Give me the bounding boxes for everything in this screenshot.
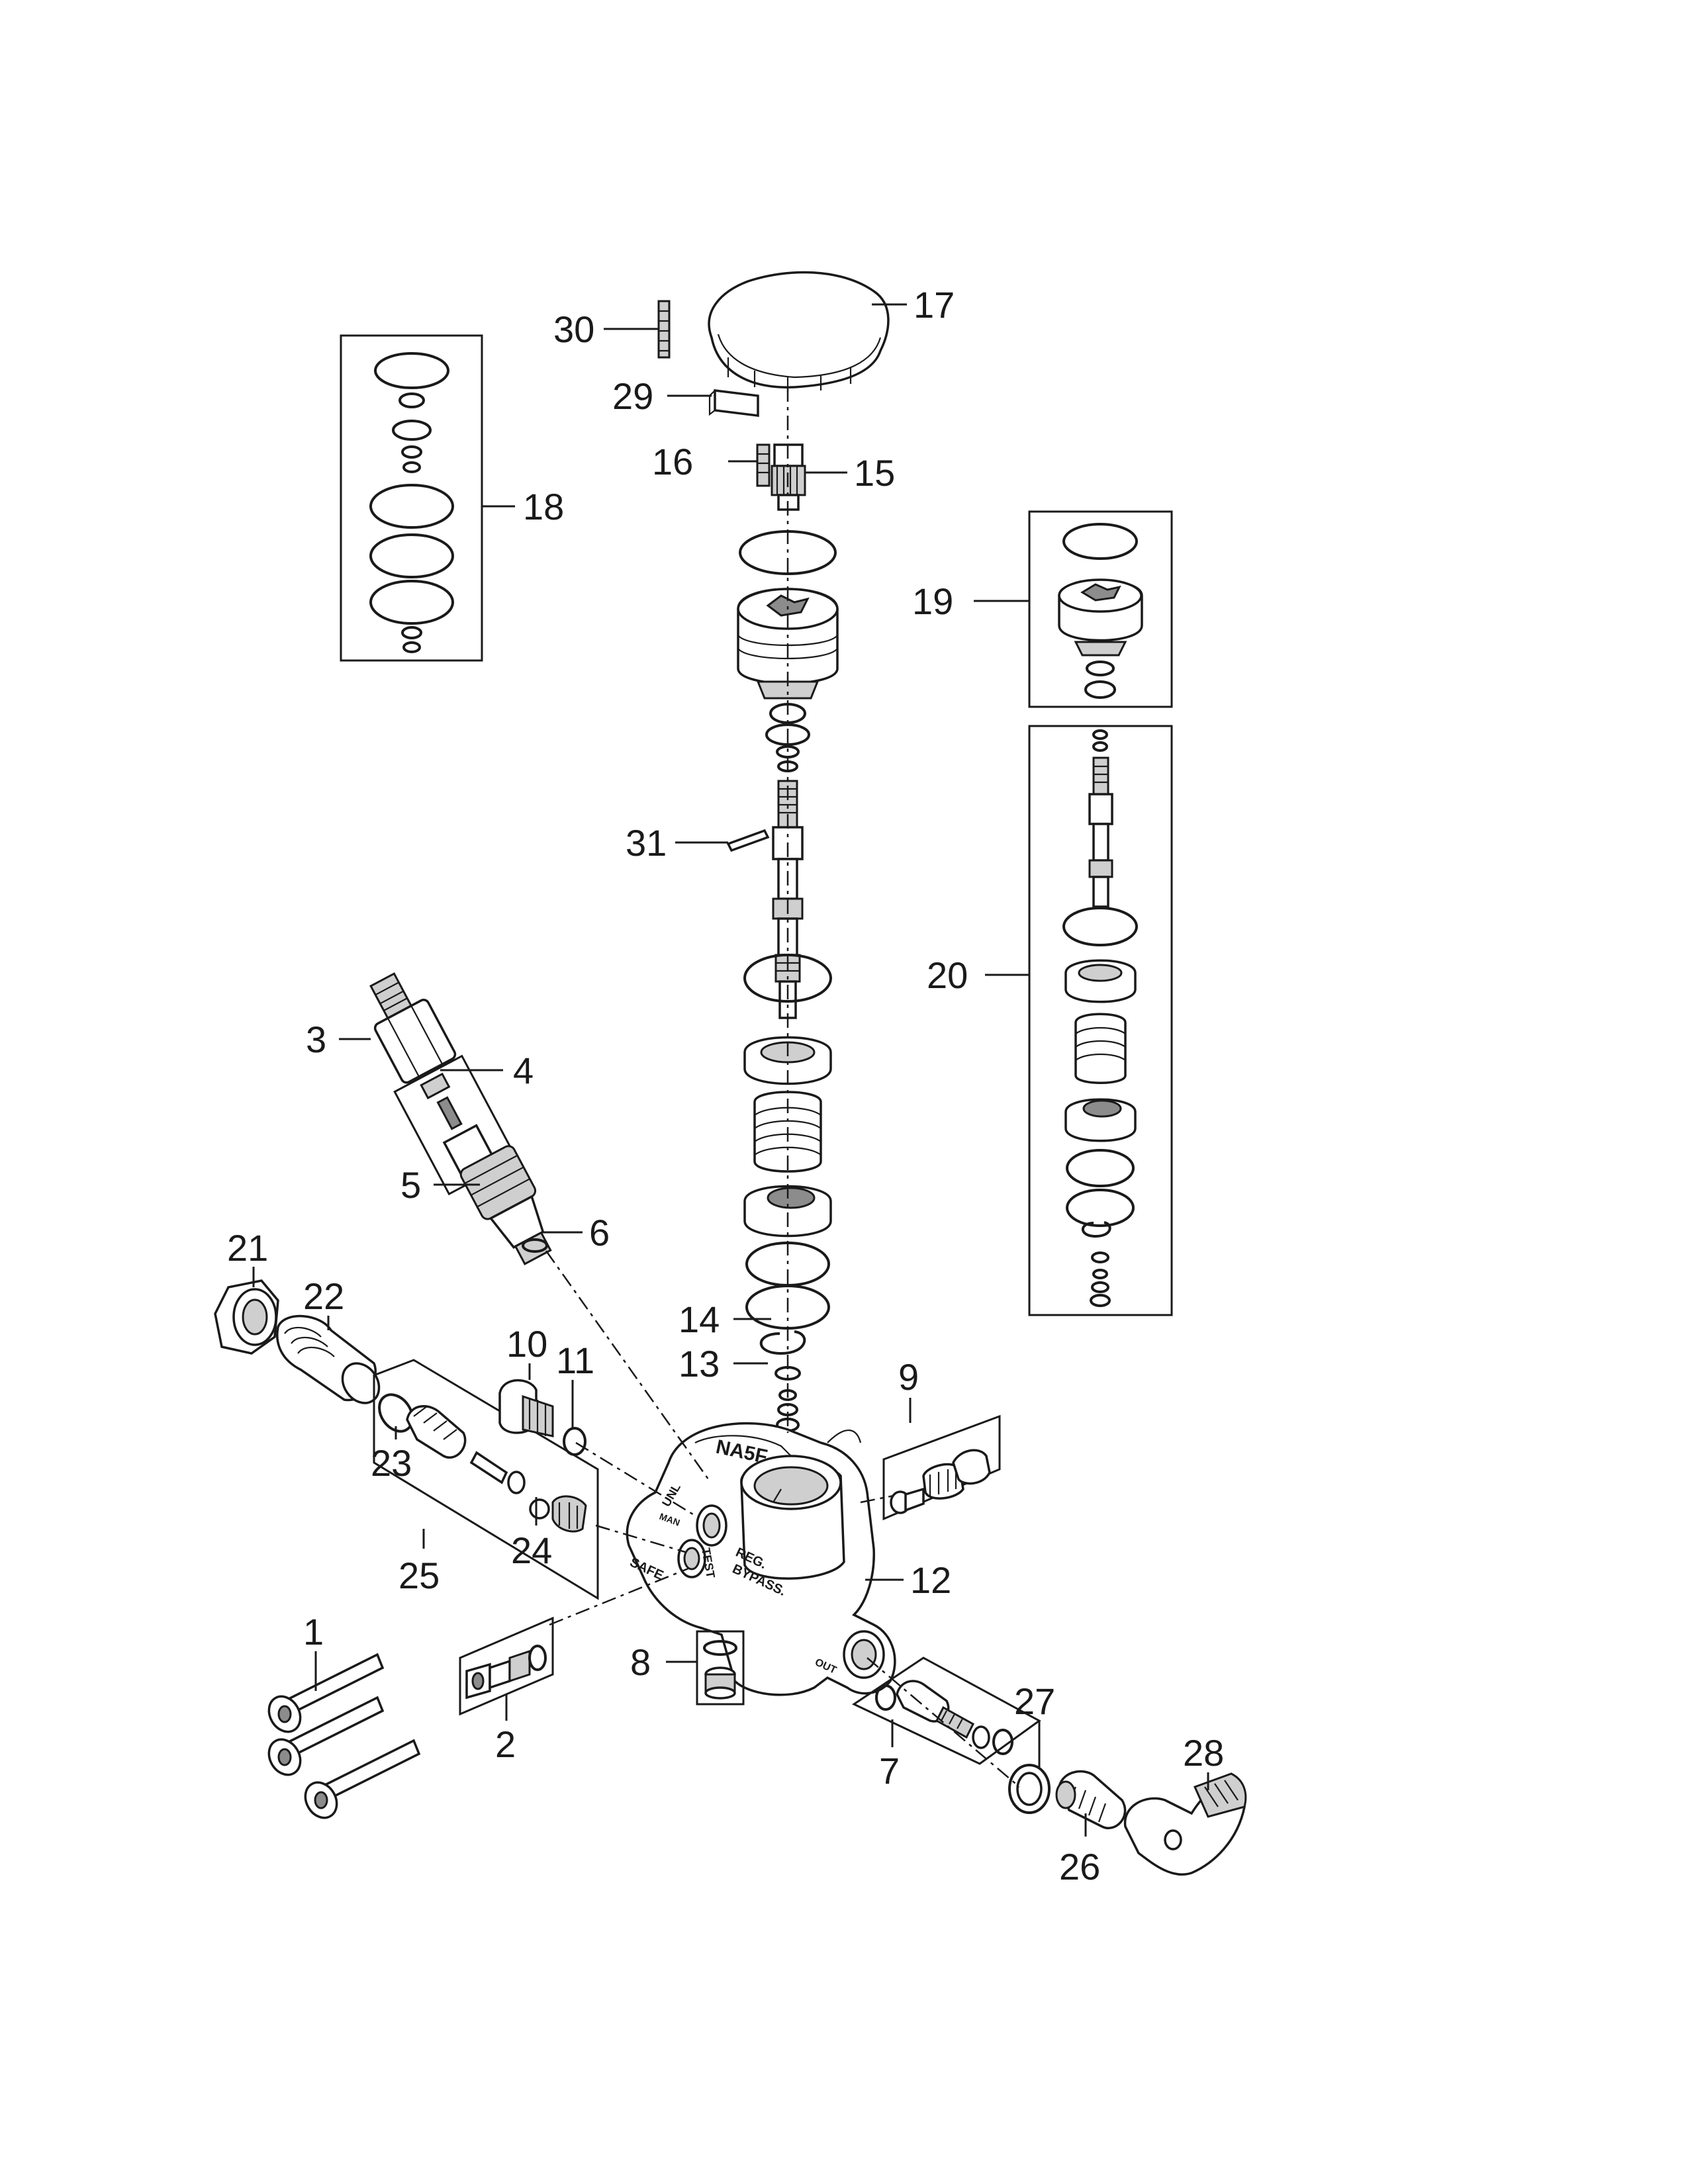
piston	[743, 1185, 832, 1238]
part-12-valve-body	[626, 1422, 896, 1696]
callout-20: 20	[927, 954, 968, 996]
part-27-washer-inner	[1016, 1772, 1043, 1806]
leader-lines	[252, 303, 1209, 1837]
part-11-o-ring	[563, 1427, 586, 1456]
callout-12: 12	[910, 1559, 951, 1601]
part-14-circlip	[759, 1330, 806, 1355]
callout-13: 13	[679, 1343, 720, 1385]
kit-box-8	[696, 1630, 745, 1706]
kit-box-18	[340, 334, 483, 662]
kit-9-parts	[890, 1449, 991, 1514]
callout-19: 19	[912, 580, 953, 622]
kit-box-20	[1028, 725, 1173, 1316]
part-27-washer	[1008, 1764, 1051, 1814]
callout-10: 10	[506, 1323, 547, 1365]
callout-14: 14	[679, 1298, 720, 1340]
callout-24: 24	[511, 1529, 552, 1571]
part-1-screws	[267, 1653, 421, 1819]
kit-box-19	[1028, 510, 1173, 708]
part-31-pin	[726, 829, 770, 852]
callout-25: 25	[399, 1555, 440, 1596]
callout-8: 8	[630, 1641, 651, 1683]
callout-1: 1	[303, 1611, 324, 1653]
callout-9: 9	[898, 1356, 919, 1398]
callout-11: 11	[556, 1340, 594, 1381]
callout-4: 4	[513, 1050, 534, 1091]
callout-30: 30	[553, 308, 594, 350]
kit-20-parts	[1062, 729, 1138, 1307]
callout-28: 28	[1183, 1732, 1224, 1774]
callout-29: 29	[612, 375, 653, 417]
callout-labels: 1 2 3 4 5 6 7 8 9 10 11 12 13 14 15 16 1…	[227, 284, 1224, 1888]
callout-5: 5	[400, 1164, 421, 1206]
part-21-nut	[214, 1279, 279, 1355]
part-30-set-screw	[657, 300, 671, 359]
callout-2: 2	[495, 1723, 516, 1765]
kit-18-parts	[369, 352, 454, 653]
assembly-centerlines	[545, 387, 1020, 1788]
part-26-adapter	[1055, 1770, 1127, 1829]
kit-19-parts	[1058, 523, 1143, 699]
kit-box-9	[882, 1414, 1001, 1521]
part-3-fitting	[369, 972, 457, 1084]
callout-26: 26	[1059, 1846, 1100, 1888]
part-22-cap	[276, 1314, 381, 1404]
part-29-key	[708, 389, 759, 417]
callout-18: 18	[523, 486, 564, 527]
kit-25-parts	[378, 1393, 587, 1533]
callout-7: 7	[879, 1750, 900, 1792]
kit-7-parts	[875, 1680, 1013, 1755]
callout-3: 3	[306, 1019, 326, 1060]
callout-21: 21	[227, 1227, 268, 1269]
kit-2-parts	[465, 1645, 547, 1700]
part-6-o-ring	[522, 1238, 548, 1253]
callout-27: 27	[1014, 1680, 1055, 1722]
kit-box-25	[373, 1359, 599, 1600]
part-10-fitting	[498, 1379, 554, 1437]
o-ring	[765, 723, 810, 746]
callout-16: 16	[652, 441, 693, 482]
part-5-nozzle	[459, 1145, 552, 1265]
callout-22: 22	[303, 1275, 344, 1317]
callout-23: 23	[371, 1442, 412, 1484]
part-17-knob	[708, 271, 890, 392]
callout-15: 15	[854, 452, 895, 494]
callout-17: 17	[914, 284, 955, 326]
part-28-elbow	[1123, 1772, 1247, 1876]
part-16-set-screw	[756, 443, 771, 487]
callout-6: 6	[589, 1212, 610, 1253]
kit-box-2	[459, 1616, 554, 1716]
o-ring	[743, 954, 832, 1003]
kit-8-parts	[703, 1640, 737, 1700]
callout-31: 31	[626, 822, 667, 864]
